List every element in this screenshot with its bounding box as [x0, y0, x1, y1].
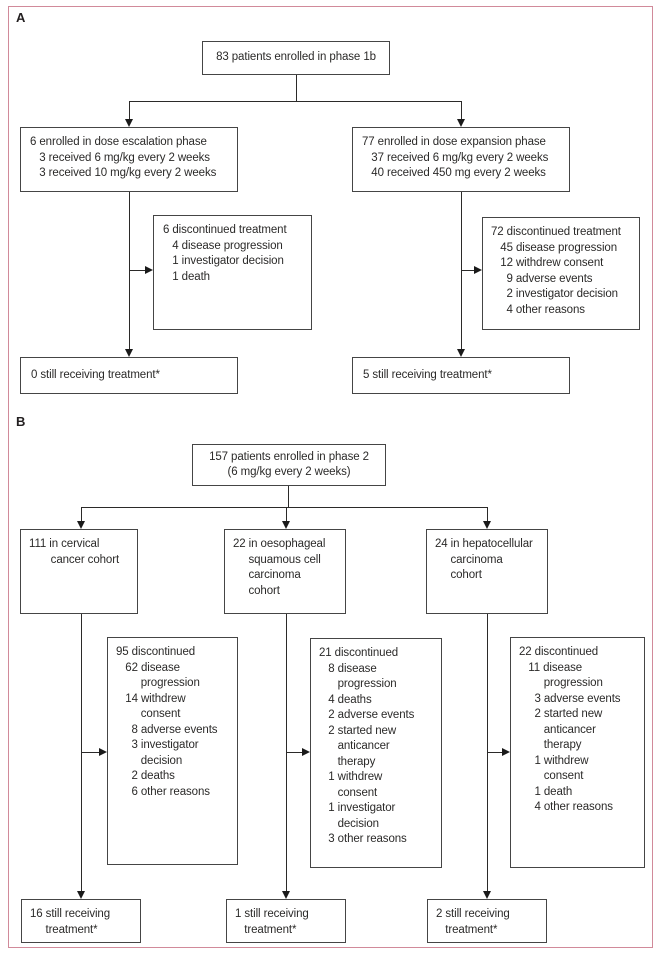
connector-hline	[461, 269, 475, 271]
oesophageal-still-receiving-box: 1 still receiving treatment*	[226, 899, 346, 943]
oesophageal-still-receiving-text: 1 still receiving treatment*	[235, 908, 309, 936]
arrowhead-right-icon	[502, 747, 510, 756]
escalation-still-receiving-text: 0 still receiving treatment*	[31, 368, 160, 381]
figure-border	[8, 6, 653, 948]
arrowhead-right-icon	[474, 265, 482, 274]
hepatocellular-still-receiving-box: 2 still receiving treatment*	[427, 899, 547, 943]
hepatocellular-discontinued-box: 22 discontinued 11 disease progression 3…	[510, 637, 645, 868]
oesophageal-discontinued-text: 21 discontinued 8 disease progression 4 …	[319, 647, 415, 845]
expansion-discontinued-text: 72 discontinued treatment 45 disease pro…	[491, 226, 621, 316]
dose-escalation-box: 6 enrolled in dose escalation phase 3 re…	[20, 127, 238, 192]
arrowhead-down-icon	[124, 119, 133, 127]
dose-expansion-box: 77 enrolled in dose expansion phase 37 r…	[352, 127, 570, 192]
oesophageal-cohort-box: 22 in oesophageal squamous cell carcinom…	[224, 529, 346, 614]
oesophageal-discontinued-box: 21 discontinued 8 disease progression 4 …	[310, 638, 442, 868]
phase2-enrolled-text: 157 patients enrolled in phase 2 (6 mg/k…	[209, 450, 369, 479]
arrowhead-down-icon	[456, 349, 465, 357]
arrowhead-right-icon	[302, 747, 310, 756]
arrowhead-down-icon	[124, 349, 133, 357]
phase1b-enrolled-box: 83 patients enrolled in phase 1b	[202, 41, 390, 75]
connector-hline	[487, 751, 503, 753]
connector-hline	[129, 269, 146, 271]
oesophageal-cohort-text: 22 in oesophageal squamous cell carcinom…	[233, 538, 326, 597]
arrowhead-down-icon	[456, 119, 465, 127]
arrowhead-right-icon	[145, 265, 153, 274]
connector-hline	[128, 101, 462, 103]
connector-hline	[80, 507, 488, 509]
dose-escalation-text: 6 enrolled in dose escalation phase 3 re…	[30, 136, 217, 179]
connector-vline	[285, 507, 287, 522]
arrowhead-right-icon	[99, 747, 107, 756]
phase2-enrolled-box: 157 patients enrolled in phase 2 (6 mg/k…	[192, 444, 386, 486]
connector-vline	[287, 486, 289, 508]
expansion-still-receiving-box: 5 still receiving treatment*	[352, 357, 570, 394]
connector-vline	[460, 192, 462, 350]
panel-a-label: A	[16, 10, 26, 25]
cervical-still-receiving-box: 16 still receiving treatment*	[21, 899, 141, 943]
connector-vline	[128, 192, 130, 350]
arrowhead-down-icon	[281, 521, 290, 529]
connector-vline	[80, 507, 82, 522]
cervical-cohort-text: 111 in cervical cancer cohort	[29, 538, 120, 566]
cervical-discontinued-box: 95 discontinued 62 disease progression 1…	[107, 637, 238, 865]
cervical-discontinued-text: 95 discontinued 62 disease progression 1…	[116, 646, 218, 798]
panel-b-label: B	[16, 414, 26, 429]
escalation-still-receiving-box: 0 still receiving treatment*	[20, 357, 238, 394]
arrowhead-down-icon	[281, 891, 290, 899]
dose-expansion-text: 77 enrolled in dose expansion phase 37 r…	[362, 136, 549, 179]
hepatocellular-discontinued-text: 22 discontinued 11 disease progression 3…	[519, 646, 621, 813]
arrowhead-down-icon	[76, 521, 85, 529]
expansion-discontinued-box: 72 discontinued treatment 45 disease pro…	[482, 217, 640, 330]
hepatocellular-still-receiving-text: 2 still receiving treatment*	[436, 908, 510, 936]
hepatocellular-cohort-text: 24 in hepatocellular carcinoma cohort	[435, 538, 533, 581]
connector-vline	[486, 507, 488, 522]
cervical-still-receiving-text: 16 still receiving treatment*	[30, 908, 111, 936]
arrowhead-down-icon	[482, 891, 491, 899]
phase1b-enrolled-text: 83 patients enrolled in phase 1b	[216, 51, 376, 64]
connector-vline	[295, 75, 297, 102]
connector-vline	[460, 101, 462, 120]
escalation-discontinued-text: 6 discontinued treatment 4 disease progr…	[163, 224, 287, 283]
cervical-cohort-box: 111 in cervical cancer cohort	[20, 529, 138, 614]
arrowhead-down-icon	[482, 521, 491, 529]
expansion-still-receiving-text: 5 still receiving treatment*	[363, 368, 492, 381]
connector-vline	[128, 101, 130, 120]
connector-hline	[286, 751, 303, 753]
hepatocellular-cohort-box: 24 in hepatocellular carcinoma cohort	[426, 529, 548, 614]
escalation-discontinued-box: 6 discontinued treatment 4 disease progr…	[153, 215, 312, 330]
connector-hline	[81, 751, 100, 753]
arrowhead-down-icon	[76, 891, 85, 899]
